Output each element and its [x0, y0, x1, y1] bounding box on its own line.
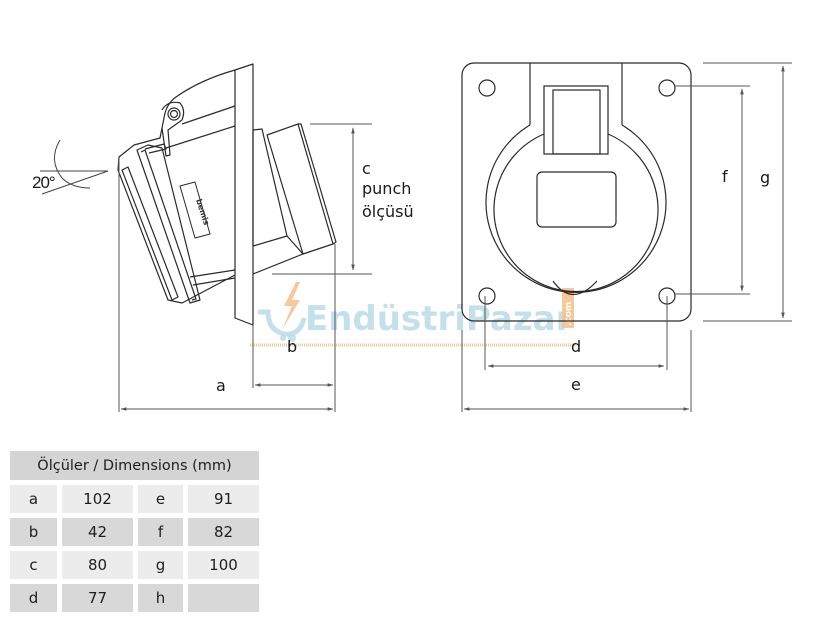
dim-value: 77	[62, 584, 133, 612]
dim-key: b	[10, 518, 57, 546]
angle-indicator	[40, 139, 109, 195]
dim-label-f: f	[722, 167, 728, 186]
watermark-hook-icon	[258, 309, 307, 337]
table-row: a 102 e 91	[10, 485, 259, 513]
side-view	[117, 63, 337, 326]
brand-label: bemis	[194, 198, 211, 227]
table-row: b 42 f 82	[10, 518, 259, 546]
lightning-icon	[282, 282, 300, 330]
dim-value: 80	[62, 551, 133, 579]
front-view	[461, 62, 692, 322]
dim-value: 102	[62, 485, 133, 513]
dim-label-a: a	[216, 376, 226, 395]
dim-key: f	[138, 518, 183, 546]
dim-label-c: c	[362, 159, 371, 178]
dim-label-c-line2: punch	[362, 179, 411, 198]
technical-drawing: EndüstriPazar .com bemis	[32, 62, 792, 412]
dim-key: e	[138, 485, 183, 513]
dim-key: h	[138, 584, 183, 612]
dim-label-e: e	[571, 375, 581, 394]
dim-label-b: b	[287, 337, 297, 356]
dim-key: c	[10, 551, 57, 579]
dim-value: 82	[188, 518, 259, 546]
watermark-suffix: .com	[564, 302, 574, 326]
dim-key: g	[138, 551, 183, 579]
angle-label: 20°	[32, 173, 55, 192]
table-row: c 80 g 100	[10, 551, 259, 579]
dim-label-d: d	[571, 337, 581, 356]
dim-key: d	[10, 584, 57, 612]
dim-value	[188, 584, 259, 612]
dim-value: 91	[188, 485, 259, 513]
front-view-dimensions	[461, 62, 792, 412]
dim-key: a	[10, 485, 57, 513]
watermark-text: EndüstriPazar	[305, 299, 573, 339]
watermark: EndüstriPazar .com	[250, 282, 575, 347]
dim-label-g: g	[760, 168, 770, 187]
dimensions-table: Ölçüler / Dimensions (mm) a 102 e 91 b 4…	[10, 451, 259, 617]
side-view-dimensions	[118, 123, 372, 412]
table-row: d 77 h	[10, 584, 259, 612]
dim-label-c-line3: ölçüsü	[362, 202, 414, 221]
dim-value: 100	[188, 551, 259, 579]
dim-value: 42	[62, 518, 133, 546]
table-title: Ölçüler / Dimensions (mm)	[10, 451, 259, 480]
